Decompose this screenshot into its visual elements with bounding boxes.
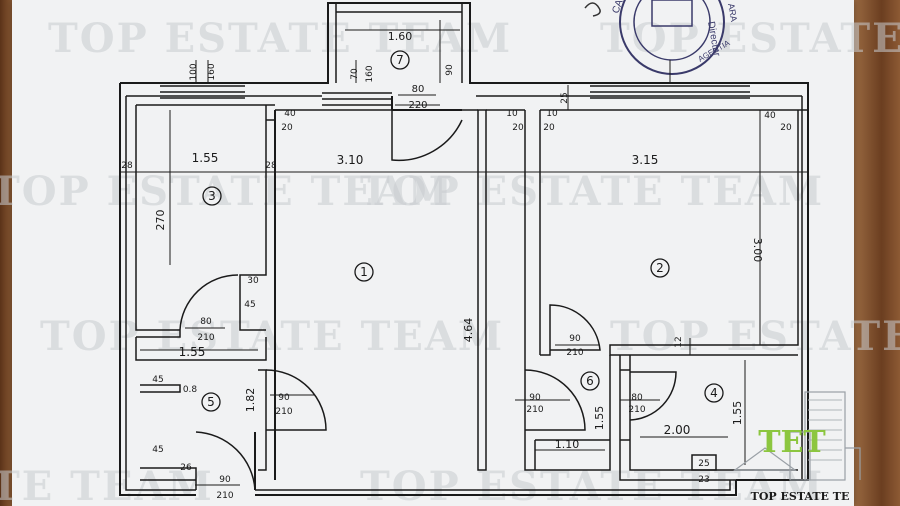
dim-door3-top: 80 <box>200 317 212 327</box>
dim-room2-width: 3.15 <box>632 153 659 167</box>
dim-wall-10a: 10 <box>506 109 518 119</box>
dim-hall5-26: 26 <box>180 463 192 473</box>
dim-room3-height: 270 <box>154 210 167 231</box>
watermark-top-right: TOP ESTATE TEAM <box>600 15 900 62</box>
dim-window-bal-bottom: 160 <box>365 65 375 82</box>
dim-wall-20a: 20 <box>281 123 293 133</box>
dim-room4-height: 1.55 <box>731 401 744 426</box>
dim-hall5-08: 0.8 <box>183 385 198 395</box>
dim-door2-bottom: 210 <box>566 348 583 358</box>
dim-room1-width: 3.10 <box>337 153 364 167</box>
watermark-bottom-left: TE TEAM <box>0 463 214 506</box>
dim-door1-top: 90 <box>278 393 290 403</box>
room-3-marker <box>202 186 222 206</box>
dim-hall6-110: 1.10 <box>555 438 580 451</box>
watermark-left-mid: TOP ESTATE TEAM <box>0 168 454 215</box>
dim-wall-40b: 40 <box>764 111 776 121</box>
watermark-middle: TOP ESTATE TEAM <box>360 168 824 215</box>
dim-door6-bottom: 210 <box>526 405 543 415</box>
room-4-number: 4 <box>710 386 718 400</box>
room-6-number: 6 <box>586 374 594 388</box>
dim-room4-width: 2.00 <box>664 423 691 437</box>
dim-entry-door-bottom: 210 <box>216 491 233 501</box>
logo-caption: TOP ESTATE TE <box>751 490 850 503</box>
dim-hall5-45b: 45 <box>152 445 163 455</box>
agency-logo: TET TOP ESTATE TE <box>733 391 861 503</box>
dim-wall-20d: 20 <box>780 123 792 133</box>
room-5-number: 5 <box>207 395 215 409</box>
dim-wall-28-left: 28 <box>121 161 133 171</box>
room-5-marker <box>201 392 221 412</box>
logo-monogram: TET <box>758 425 826 460</box>
dim-door4-top: 80 <box>631 393 643 403</box>
room-7-number: 7 <box>396 53 404 67</box>
dim-shaft-top: 25 <box>698 459 709 469</box>
watermark-top: TOP ESTATE TEAM <box>48 15 512 62</box>
table-surface-left <box>0 0 12 506</box>
stamp-text-3: ARA <box>726 3 739 23</box>
dim-hall5-45a: 45 <box>152 375 163 385</box>
floor-plan-sheet <box>12 0 854 506</box>
signature-mark <box>584 2 601 17</box>
room-3-number: 3 <box>208 189 216 203</box>
room-2-number: 2 <box>656 261 664 275</box>
dim-hall5-width: 1.55 <box>179 345 206 359</box>
dim-room3-width: 1.55 <box>192 151 219 165</box>
stamp-text-1: CADA <box>610 0 630 15</box>
watermark-right-mid: TOP ESTATE TEAM <box>610 313 900 360</box>
outer-wall <box>120 2 809 481</box>
dim-balcony-depth: 90 <box>445 64 455 76</box>
dim-door-bal-top: 80 <box>412 84 425 95</box>
dim-shaft-bottom: 23 <box>698 475 709 485</box>
dim-door-bal-bottom: 220 <box>408 100 427 111</box>
dim-wall-10b: 10 <box>546 109 558 119</box>
dim-wall-20c: 20 <box>543 123 555 133</box>
room-7-marker <box>390 50 410 70</box>
dim-door2-top: 90 <box>569 334 581 344</box>
dim-balcony-width: 1.60 <box>388 30 413 43</box>
dim-window-left-bottom: 160 <box>207 63 217 80</box>
room-1-number: 1 <box>360 265 368 279</box>
dim-window-bal-top: 70 <box>350 68 360 80</box>
room-1-marker <box>354 262 374 282</box>
dim-door1-bottom: 210 <box>275 407 292 417</box>
dim-door3-w: 30 <box>247 276 259 286</box>
dim-hall6-155: 1.55 <box>593 406 606 431</box>
dim-room2-height: 3.00 <box>751 238 764 263</box>
dim-entry-door-top: 90 <box>219 475 231 485</box>
room-4-marker <box>704 383 724 403</box>
dim-door3-side: 45 <box>244 300 255 310</box>
dim-wall-40a: 40 <box>284 109 296 119</box>
dim-room1-height: 4.64 <box>462 318 475 343</box>
dim-wall-12: 12 <box>674 336 684 347</box>
dim-door6-top: 90 <box>529 393 541 403</box>
dim-hall5-182: 1.82 <box>244 388 257 413</box>
dim-wall-25: 25 <box>560 92 570 103</box>
dim-door4-bottom: 210 <box>628 405 645 415</box>
dim-door3-bottom: 210 <box>197 333 214 343</box>
dim-wall-28-mid: 28 <box>265 161 277 171</box>
dim-wall-20b: 20 <box>512 123 524 133</box>
room-2-marker <box>650 258 670 278</box>
watermark-lower: TOP ESTATE TEAM <box>40 313 504 360</box>
table-surface-right <box>854 0 900 506</box>
room-6-marker <box>580 371 600 391</box>
dim-window-left-top: 100 <box>189 63 199 80</box>
